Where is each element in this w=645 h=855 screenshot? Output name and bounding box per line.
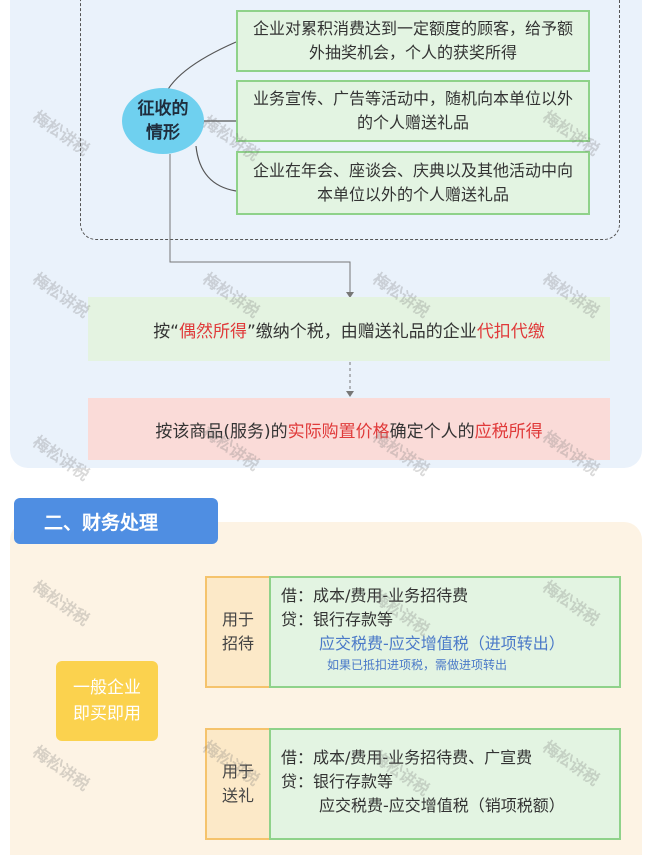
note-line: 如果已抵扣进项税，需做进项转出 — [327, 658, 508, 672]
price-highlight: 实际购置价格 — [287, 421, 390, 442]
credit-line: 贷：银行存款等 — [281, 610, 394, 629]
price-text-part: 确定个人的 — [389, 421, 475, 442]
tax-highlight: 偶然所得 — [179, 321, 247, 342]
taxable-income-bar: 按该商品(服务)的实际购置价格确定个人的应税所得 — [88, 398, 610, 460]
credit-line: 贷：银行存款等 — [281, 772, 394, 791]
price-text-part: 按该商品(服务)的 — [155, 421, 288, 442]
tax-method-bar: 按“偶然所得”缴纳个税，由赠送礼品的企业代扣代缴 — [88, 297, 610, 361]
root-node: 一般企业 即买即用 — [56, 661, 158, 741]
case-item: 企业对累积消费达到一定额度的顾客，给予额外抽奖机会，个人的获奖所得 — [236, 10, 590, 72]
extra-line: 应交税费-应交增值税（进项转出） — [319, 634, 565, 653]
cases-label: 征收的 情形 — [137, 99, 189, 143]
use-label-gift: 用于 送礼 — [205, 728, 271, 840]
use-label-text: 用于 招待 — [221, 610, 254, 653]
case-item: 企业在年会、座谈会、庆典以及其他活动中向本单位以外的个人赠送礼品 — [236, 151, 590, 215]
case-item: 业务宣传、广告等活动中，随机向本单位以外的个人赠送礼品 — [236, 80, 590, 142]
journal-entry-gift: 借：成本/费用-业务招待费、广宣费 贷：银行存款等 应交税费-应交增值税（销项税… — [269, 728, 621, 840]
use-label-text: 用于 送礼 — [221, 762, 254, 805]
price-highlight: 应税所得 — [474, 421, 543, 442]
root-node-text: 一般企业 即买即用 — [73, 678, 141, 724]
case-item-text: 业务宣传、广告等活动中，随机向本单位以外的个人赠送礼品 — [252, 89, 573, 132]
debit-line: 借：成本/费用-业务招待费、广宣费 — [281, 748, 533, 767]
use-label-entertainment: 用于 招待 — [205, 576, 271, 688]
taxable-income-text: 按该商品(服务)的实际购置价格确定个人的应税所得 — [155, 417, 542, 442]
debit-line: 借：成本/费用-业务招待费 — [281, 586, 469, 605]
tax-method-text: 按“偶然所得”缴纳个税，由赠送礼品的企业代扣代缴 — [153, 317, 545, 342]
extra-line: 应交税费-应交增值税（销项税额） — [319, 796, 565, 815]
section-title-text: 二、财务处理 — [44, 511, 159, 534]
journal-entry-entertainment: 借：成本/费用-业务招待费 贷：银行存款等 应交税费-应交增值税（进项转出） 如… — [269, 576, 621, 688]
tax-text-part: ”缴纳个税，由赠送礼品的企业 — [247, 321, 477, 342]
case-item-text: 企业对累积消费达到一定额度的顾客，给予额外抽奖机会，个人的获奖所得 — [252, 19, 573, 62]
section-title: 二、财务处理 — [14, 498, 218, 544]
tax-text-part: 按“ — [153, 321, 179, 342]
cases-label-bubble: 征收的 情形 — [122, 88, 204, 154]
cases-dashed-frame — [80, 0, 620, 240]
top-panel — [10, 0, 642, 468]
case-item-text: 企业在年会、座谈会、庆典以及其他活动中向本单位以外的个人赠送礼品 — [252, 161, 573, 204]
tax-highlight: 代扣代缴 — [476, 321, 545, 342]
